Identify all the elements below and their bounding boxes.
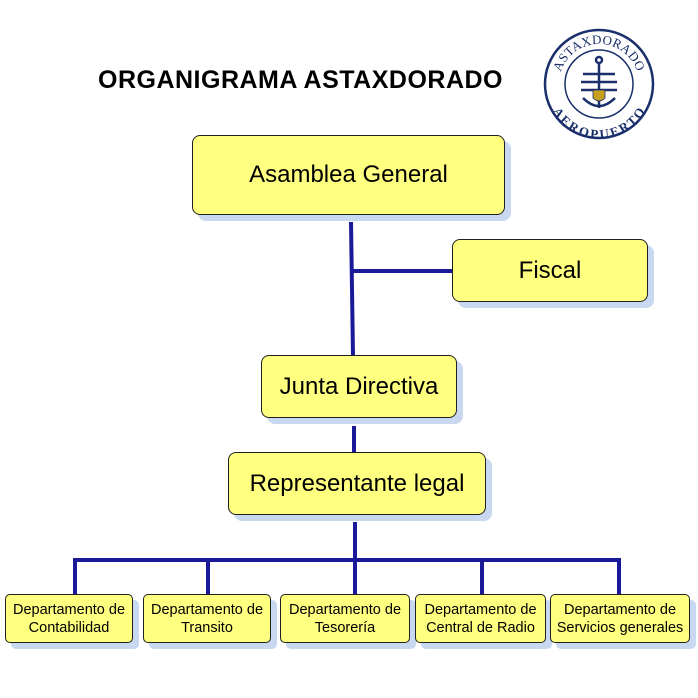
junta-directiva-box: Junta Directiva — [261, 355, 457, 418]
department-label-line1: Departamento de — [424, 601, 537, 618]
asamblea-general-label: Asamblea General — [249, 161, 448, 188]
fiscal-box: Fiscal — [452, 239, 648, 302]
department-label-line2: Tesorería — [314, 619, 376, 636]
department-label-line2: Servicios generales — [556, 619, 684, 636]
connector-asamblea-junta — [349, 221, 355, 357]
department-label-line1: Departamento de — [563, 601, 677, 618]
page-title: ORGANIGRAMA ASTAXDORADO — [98, 66, 504, 94]
representante-legal-label: Representante legal — [249, 469, 465, 497]
department-label-line2: Contabilidad — [28, 619, 110, 636]
department-label-line1: Departamento de — [150, 601, 264, 618]
representante-legal-box: Representante legal — [228, 452, 486, 515]
fiscal-label: Fiscal — [518, 256, 582, 284]
department-label-line2: Transito — [181, 619, 233, 636]
junta-directiva-label: Junta Directiva — [279, 372, 439, 400]
department-label-line1: Departamento de — [12, 601, 126, 618]
department-label-line2: Central de Radio — [426, 619, 535, 636]
astaxdorado-logo: ASTAXDORADO AEROPUERTO — [543, 28, 655, 140]
asamblea-general-box: Asamblea General — [192, 135, 505, 215]
department-label-line1: Departamento de — [288, 601, 402, 618]
